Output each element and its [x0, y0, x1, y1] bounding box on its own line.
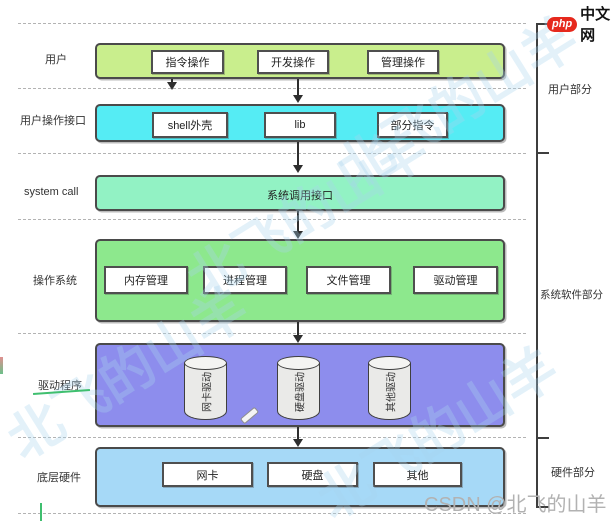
item-disk: 硬盘 [267, 462, 358, 487]
item-memory-mgmt: 内存管理 [104, 266, 188, 294]
item-dev-op: 开发操作 [257, 50, 329, 74]
dashed-separator [18, 333, 526, 334]
cylinder-top [368, 356, 411, 370]
arrow-driver-to-hw [293, 427, 303, 447]
layer-label-hardware: 底层硬件 [37, 472, 81, 484]
cylinder-label: 硬盘驱动 [295, 371, 306, 412]
bracket-tick [536, 152, 549, 154]
arrow-os-to-driver [293, 322, 303, 343]
layer-label-syscall: system call [24, 186, 79, 198]
cylinder-other-driver: 其他驱动 [368, 356, 411, 420]
php-logo-name: 中文网 [580, 6, 611, 44]
arrow-ui-to-syscall [293, 142, 303, 173]
cylinder-body [368, 363, 411, 420]
item-nic: 网卡 [162, 462, 253, 487]
item-lib: lib [264, 112, 336, 138]
section-label-hardware-part: 硬件部分 [551, 467, 595, 479]
item-process-mgmt: 进程管理 [203, 266, 287, 294]
arrow-user-short [167, 79, 177, 90]
stray-annotation-mark [0, 357, 3, 374]
layer-box-syscall [95, 175, 505, 211]
cylinder-body [277, 363, 320, 420]
bracket-tick [536, 506, 549, 508]
arrow-user-to-ui [293, 79, 303, 103]
dashed-separator [18, 437, 526, 438]
item-partial-cmd: 部分指令 [377, 112, 448, 138]
section-label-user-part: 用户部分 [548, 84, 592, 96]
cylinder-top [277, 356, 320, 370]
cylinder-nic-driver: 网卡驱动 [184, 356, 227, 420]
csdn-watermark: CSDN @北飞的山羊 [424, 494, 607, 516]
php-logo-badge: php [547, 16, 578, 32]
layer-label-user: 用户 [45, 54, 67, 66]
dashed-separator [18, 153, 526, 154]
dashed-separator [18, 23, 526, 24]
cylinder-disk-driver: 硬盘驱动 [277, 356, 320, 420]
dashed-separator [18, 219, 526, 220]
item-shell: shell外壳 [152, 112, 228, 138]
cylinder-body [184, 363, 227, 420]
dashed-separator [18, 88, 526, 89]
arrow-syscall-to-os [293, 211, 303, 239]
bracket-line [536, 23, 538, 508]
bracket-tick [536, 23, 549, 25]
php-cn-logo: php 中文网 [547, 3, 613, 45]
item-manage-op: 管理操作 [367, 50, 439, 74]
green-line-annotation [40, 503, 42, 521]
item-command-op: 指令操作 [151, 50, 224, 74]
item-file-mgmt: 文件管理 [306, 266, 391, 294]
cylinder-label: 网卡驱动 [202, 371, 213, 412]
bracket-tick [536, 437, 549, 439]
layer-label-os: 操作系统 [33, 275, 77, 287]
syscall-interface-text: 系统调用接口 [267, 190, 333, 202]
layer-label-ui: 用户操作接口 [20, 115, 86, 127]
section-label-system-part: 系统软件部分 [540, 289, 603, 301]
dashed-separator [18, 513, 526, 514]
layer-label-driver: 驱动程序 [38, 380, 82, 392]
item-driver-mgmt: 驱动管理 [413, 266, 498, 294]
cylinder-top [184, 356, 227, 370]
item-other: 其他 [373, 462, 462, 487]
cylinder-label: 其他驱动 [386, 371, 397, 412]
